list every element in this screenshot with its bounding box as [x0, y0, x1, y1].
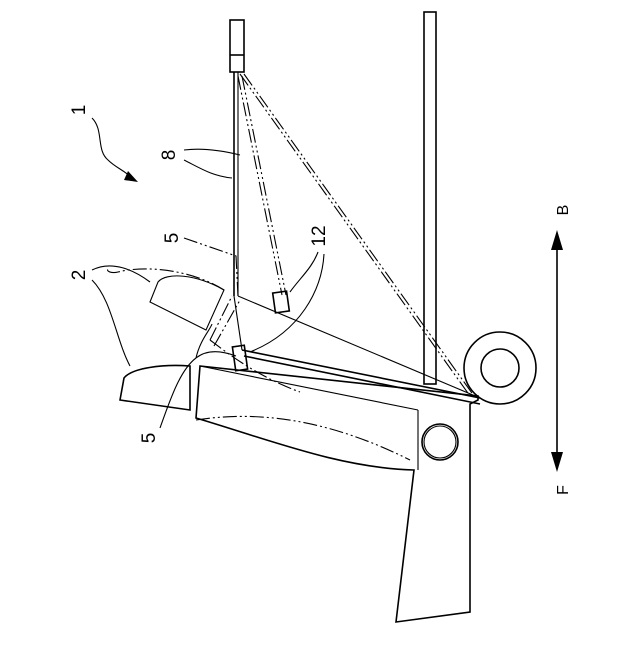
top-sensor — [230, 20, 244, 72]
ref-5-lower-label: 5 — [139, 433, 160, 444]
pivot-circle — [422, 424, 458, 460]
ref-2-leader-a — [92, 266, 150, 282]
roller — [464, 332, 536, 404]
sliding-frame — [234, 296, 480, 404]
direction-indicator — [551, 230, 563, 472]
block-12 — [273, 291, 290, 313]
ref-2-leader-b — [92, 280, 130, 366]
ref-8-leader-a — [184, 149, 240, 155]
ref-8-leader-b — [184, 160, 232, 178]
headrest-upper — [108, 268, 224, 330]
direction-back-label: B — [555, 205, 572, 216]
headrest-lower — [120, 366, 190, 411]
vertical-rail — [424, 12, 436, 384]
block-5-lower — [232, 345, 247, 370]
ref-2-label: 2 — [69, 270, 90, 281]
ref-12-label: 12 — [309, 225, 330, 246]
ref-12-leader-b — [250, 254, 324, 352]
ref-1-label: 1 — [69, 105, 90, 116]
ref-8-label: 8 — [159, 150, 180, 161]
seat-back — [196, 366, 478, 622]
direction-front-label: F — [555, 485, 572, 495]
ref-12-leader-a — [290, 252, 318, 292]
ref-1-leader — [92, 118, 132, 178]
ref-5-upper-label: 5 — [162, 233, 183, 244]
ref-5-upper-leader — [184, 238, 238, 296]
sensor-beam-lines — [234, 72, 474, 396]
